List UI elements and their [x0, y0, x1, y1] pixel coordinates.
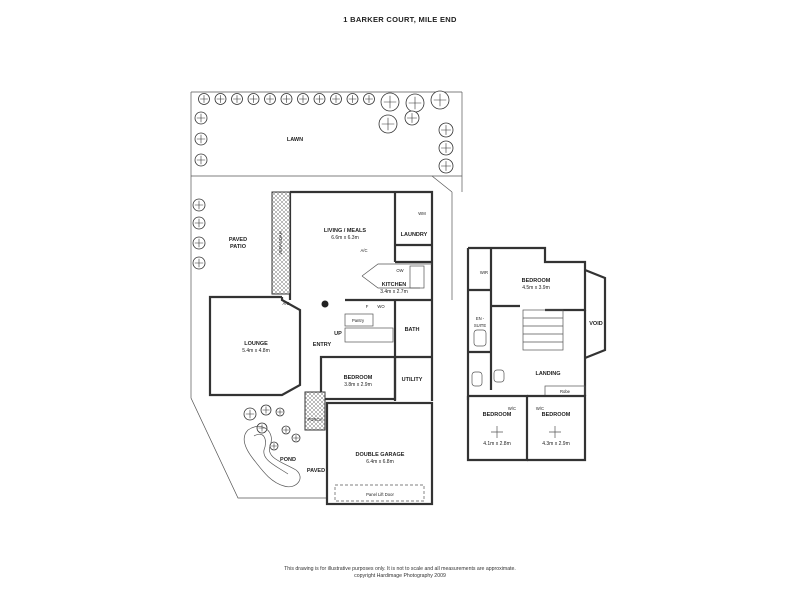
tree-detail — [196, 113, 206, 123]
dim-living: 6.6m x 6.3m — [331, 235, 359, 241]
label-laundry: LAUNDRY — [401, 232, 428, 238]
dim-kitchen: 3.4m x 2.7m — [380, 289, 408, 295]
tree-detail — [383, 95, 397, 109]
tree-detail — [441, 143, 451, 153]
label-patio-2: PATIO — [230, 244, 247, 250]
tree-detail — [194, 200, 204, 210]
garden-trees — [192, 90, 454, 451]
label-ow: OW — [396, 268, 403, 273]
tree-detail — [271, 443, 277, 449]
tree-detail — [381, 117, 395, 131]
tree-detail — [283, 427, 289, 433]
dim-bedroom-down: 3.8m x 2.9m — [344, 382, 372, 388]
label-pond: POND — [280, 457, 296, 463]
label-bath: BATH — [405, 327, 420, 333]
tree-detail — [433, 93, 447, 107]
upper-floor-walls — [466, 246, 607, 462]
tree-detail — [249, 95, 258, 103]
tree-detail — [266, 95, 274, 103]
tree-detail — [233, 95, 241, 103]
label-verandah: VERANDAH — [278, 231, 283, 254]
tree-detail — [293, 435, 299, 441]
dim-bed3: 4.3m x 2.9m — [542, 441, 570, 447]
column-marker — [321, 300, 329, 308]
label-bed3: BEDROOM — [542, 412, 571, 418]
ceiling-fan-icon — [549, 426, 561, 438]
label-up: UP — [334, 331, 342, 337]
label-paved: PAVED — [307, 468, 325, 474]
tree-detail — [216, 95, 225, 103]
label-f: F — [366, 304, 369, 309]
label-robe: Robe — [560, 389, 571, 394]
site-boundary — [190, 91, 463, 499]
label-ensuite-2: SUITE — [474, 323, 487, 328]
tree-detail — [194, 218, 204, 228]
copyright-text: copyright Hardimage Photography 2009 — [354, 573, 446, 579]
label-wo: WO — [377, 304, 385, 309]
tree-detail — [441, 125, 451, 135]
label-bed2-wc: W/C — [508, 406, 516, 411]
label-ac-1: A/C — [361, 248, 368, 253]
label-ensuite-1: EN - — [476, 316, 485, 321]
label-patio-1: PAVED — [229, 237, 247, 243]
tree-detail — [407, 113, 417, 123]
tree-detail — [196, 155, 206, 165]
tree-detail — [299, 95, 307, 103]
pond-outline — [243, 425, 301, 488]
tree-detail — [194, 238, 204, 248]
label-lawn: LAWN — [287, 137, 303, 143]
tree-detail — [332, 95, 340, 103]
label-void: VOID — [589, 321, 602, 327]
label-wir: WIR — [480, 270, 488, 275]
upper-stairs — [522, 309, 564, 351]
plan-title: 1 BARKER COURT, MILE END — [343, 15, 457, 24]
tree-detail — [315, 95, 324, 103]
tree-detail — [441, 161, 451, 171]
room-labels: LAWN PAVED PATIO VERANDAH LIVING / MEALS… — [229, 137, 603, 497]
tree-detail — [196, 134, 206, 144]
ceiling-fan-icon — [491, 426, 503, 438]
dim-bed2: 4.1m x 2.8m — [483, 441, 511, 447]
tree-detail — [194, 258, 204, 268]
dim-lounge: 5.4m x 4.8m — [242, 348, 270, 354]
label-pantry: Pantry — [352, 318, 365, 323]
label-porch: PORCH — [307, 417, 322, 422]
tree-detail — [200, 95, 208, 103]
label-kitchen: KITCHEN — [382, 282, 406, 288]
label-living: LIVING / MEALS — [324, 228, 367, 234]
tree-detail — [277, 409, 283, 415]
label-ac-2: A/C — [283, 301, 290, 306]
label-garage: DOUBLE GARAGE — [356, 452, 405, 458]
tree-detail — [408, 96, 422, 110]
ground-stairs — [344, 327, 394, 343]
tree-detail — [348, 95, 357, 103]
tree-detail — [282, 95, 291, 103]
tree-detail — [245, 409, 255, 419]
label-bed3-wc: W/C — [536, 406, 544, 411]
label-wm: WM — [418, 211, 426, 216]
label-bed2: BEDROOM — [483, 412, 512, 418]
label-lounge: LOUNGE — [244, 341, 268, 347]
tree-detail — [365, 95, 373, 103]
label-garage-door: Panel Lift Door — [366, 492, 394, 497]
label-landing: LANDING — [535, 371, 560, 377]
label-entry: ENTRY — [313, 342, 332, 348]
tree-detail — [262, 406, 270, 414]
dim-garage: 6.4m x 6.8m — [366, 459, 394, 465]
dim-bedroom-main: 4.5m x 3.9m — [522, 285, 550, 291]
label-bedroom-main: BEDROOM — [522, 278, 551, 284]
disclaimer-text: This drawing is for illustrative purpose… — [284, 566, 516, 572]
label-bedroom-down: BEDROOM — [344, 375, 373, 381]
ground-floor-walls — [208, 190, 434, 506]
label-utility: UTILITY — [402, 377, 423, 383]
